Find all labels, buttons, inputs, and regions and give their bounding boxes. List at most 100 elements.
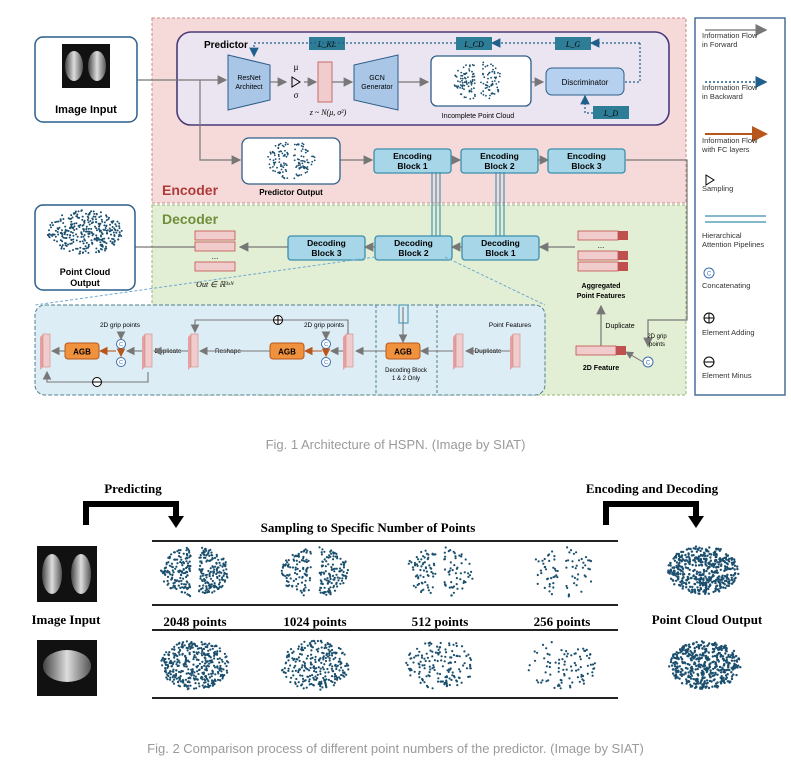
cloud-point xyxy=(180,574,183,577)
cloud-point xyxy=(544,568,548,571)
loss-g-box xyxy=(555,37,591,50)
cloud-point xyxy=(197,651,200,654)
cloud-point xyxy=(455,680,459,683)
cloud-point xyxy=(329,650,332,653)
cloud-point xyxy=(218,578,221,581)
cloud-point xyxy=(330,568,333,571)
cloud-point xyxy=(210,551,213,554)
cloud-point xyxy=(696,586,699,589)
cloud-point xyxy=(206,653,209,656)
decoder-title: Decoder xyxy=(162,211,219,227)
cloud-point xyxy=(202,551,206,554)
cloud-point xyxy=(285,675,288,678)
cloud-point xyxy=(696,680,699,683)
cloud-point xyxy=(722,664,726,667)
split-cloud-2048-points xyxy=(160,546,229,598)
cloud-point xyxy=(177,651,180,654)
cloud-point xyxy=(463,650,466,653)
cloud-point xyxy=(293,159,296,162)
cloud-point xyxy=(733,656,736,659)
cloud-point xyxy=(323,550,326,553)
cloud-point xyxy=(185,575,188,579)
cloud-point xyxy=(292,674,295,677)
cloud-point xyxy=(323,663,326,666)
decoding-block-label: Decoding xyxy=(481,238,520,248)
cloud-point xyxy=(694,668,697,671)
cloud-point xyxy=(339,557,342,560)
cloud-point xyxy=(281,668,284,671)
cloud-point xyxy=(426,656,429,659)
cloud-point xyxy=(693,655,697,658)
cloud-point xyxy=(179,560,182,564)
cloud-point xyxy=(163,659,166,662)
cloud-point xyxy=(452,674,456,678)
cloud-point xyxy=(212,572,215,575)
cloud-point xyxy=(699,682,702,685)
cloud-point xyxy=(217,583,221,586)
cloud-point xyxy=(196,678,199,681)
cloud-point xyxy=(300,550,303,554)
cloud-point xyxy=(536,651,539,654)
cloud-point xyxy=(688,663,691,666)
cloud-point xyxy=(300,150,303,152)
cloud-point xyxy=(218,581,221,584)
cloud-point xyxy=(732,574,735,577)
cloud-point xyxy=(173,678,176,681)
cloud-point xyxy=(414,575,417,578)
cloud-point xyxy=(420,558,423,561)
cloud-point xyxy=(581,566,585,569)
aggregated-label-2: Point Features xyxy=(577,293,626,300)
cloud-point xyxy=(312,684,315,687)
cloud-point xyxy=(331,558,335,561)
cloud-point xyxy=(469,667,472,670)
cloud-point xyxy=(212,664,216,667)
cloud-point xyxy=(162,572,165,575)
cloud-point xyxy=(302,143,305,146)
cloud-point xyxy=(443,551,446,554)
cloud-point xyxy=(301,159,304,162)
cloud-point xyxy=(429,566,432,569)
cloud-point xyxy=(459,77,462,80)
cloud-point xyxy=(208,676,211,679)
cloud-point xyxy=(202,584,205,587)
cloud-point xyxy=(223,652,226,655)
cloud-point xyxy=(448,644,451,647)
legend-label: Hierarchical xyxy=(702,231,742,240)
cloud-point xyxy=(705,569,708,573)
cloud-point xyxy=(684,671,687,674)
cloud-point xyxy=(168,571,171,574)
cloud-point xyxy=(693,582,697,586)
cloud-point xyxy=(216,665,219,668)
cloud-point xyxy=(417,672,421,675)
cloud-point xyxy=(63,247,65,250)
cloud-point xyxy=(295,677,298,681)
cloud-point xyxy=(92,215,95,218)
cloud-point xyxy=(168,556,171,559)
cloud-point xyxy=(69,242,72,245)
cloud-point xyxy=(167,657,170,660)
cloud-point xyxy=(690,550,694,553)
cloud-point xyxy=(289,681,292,684)
cloud-point xyxy=(176,661,179,664)
cloud-point xyxy=(188,549,191,552)
cloud-point xyxy=(181,653,184,656)
cloud-point xyxy=(319,657,322,660)
cloud-point xyxy=(293,143,296,146)
cloud-point xyxy=(548,585,551,588)
cloud-point xyxy=(285,580,288,583)
cloud-point xyxy=(335,573,338,576)
discriminator-label: Discriminator xyxy=(562,78,609,87)
cloud-point xyxy=(711,574,715,577)
cloud-point xyxy=(672,661,675,665)
cloud-point xyxy=(669,660,673,664)
cloud-point xyxy=(88,223,91,226)
cloud-point xyxy=(170,577,174,580)
cloud-point xyxy=(411,566,414,569)
legend-label: Attention Pipelines xyxy=(702,240,764,249)
figure-2-caption: Fig. 2 Comparison process of different p… xyxy=(147,741,644,756)
cloud-point xyxy=(66,233,69,236)
cloud-point xyxy=(279,142,282,145)
cloud-point xyxy=(185,549,188,552)
cloud-point xyxy=(186,553,189,556)
cloud-point xyxy=(105,225,108,228)
